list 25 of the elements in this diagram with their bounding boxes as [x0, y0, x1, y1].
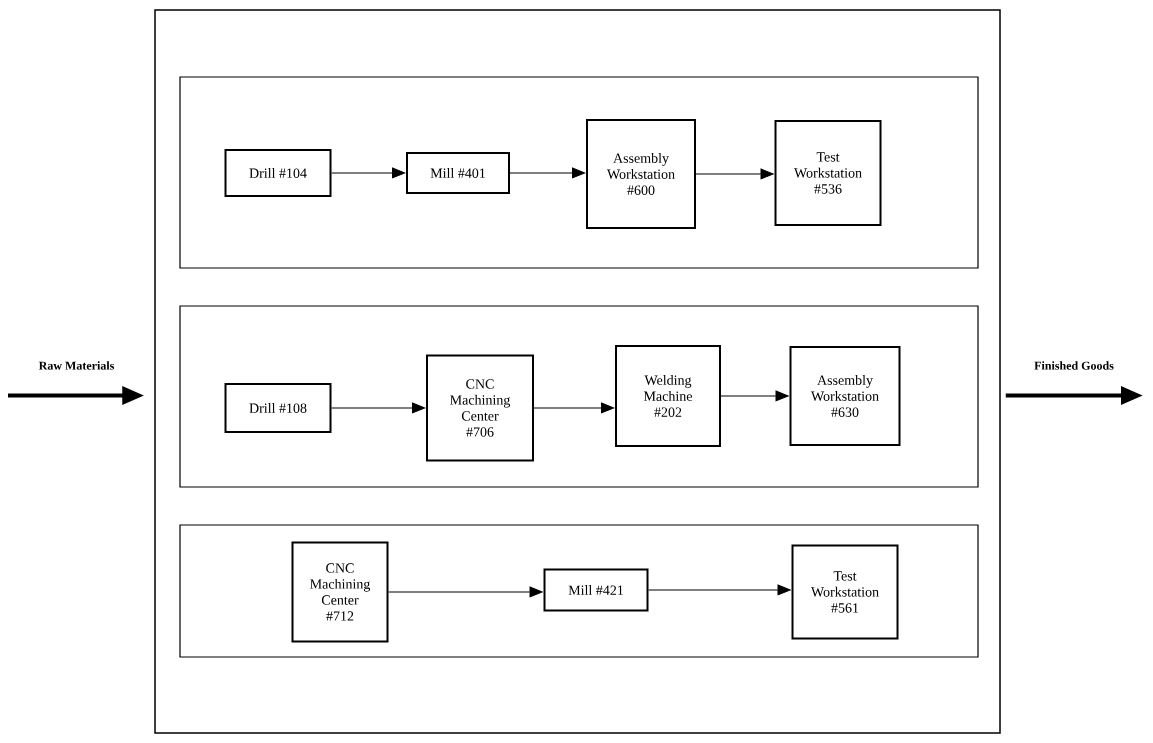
arrow [533, 402, 615, 414]
edge-label: Raw Materials [38, 361, 115, 370]
plant-frame [154, 9, 1001, 734]
arrow [388, 586, 543, 598]
process-box: Mill #401 [406, 152, 510, 194]
arrow [720, 390, 789, 402]
arrow [695, 168, 774, 180]
edge-label: Finished Goods [1034, 361, 1114, 370]
line-panel [179, 305, 979, 488]
arrow [331, 402, 426, 414]
process-box: Drill #108 [224, 383, 332, 433]
line-panel [179, 76, 979, 269]
process-box: CNC Machining Center #706 [426, 354, 534, 462]
process-box: Test Workstation #536 [774, 120, 882, 226]
process-box: CNC Machining Center #712 [291, 541, 389, 643]
process-box: Assembly Workstation #600 [586, 119, 696, 229]
arrow [648, 584, 791, 596]
arrow [331, 167, 406, 179]
arrow [509, 167, 586, 179]
line-panel [179, 524, 979, 658]
process-box: Welding Machine #202 [615, 345, 721, 447]
process-box: Assembly Workstation #630 [789, 346, 901, 446]
process-box: Drill #104 [224, 149, 332, 197]
process-box: Mill #421 [543, 568, 649, 612]
process-box: Test Workstation #561 [791, 544, 899, 640]
